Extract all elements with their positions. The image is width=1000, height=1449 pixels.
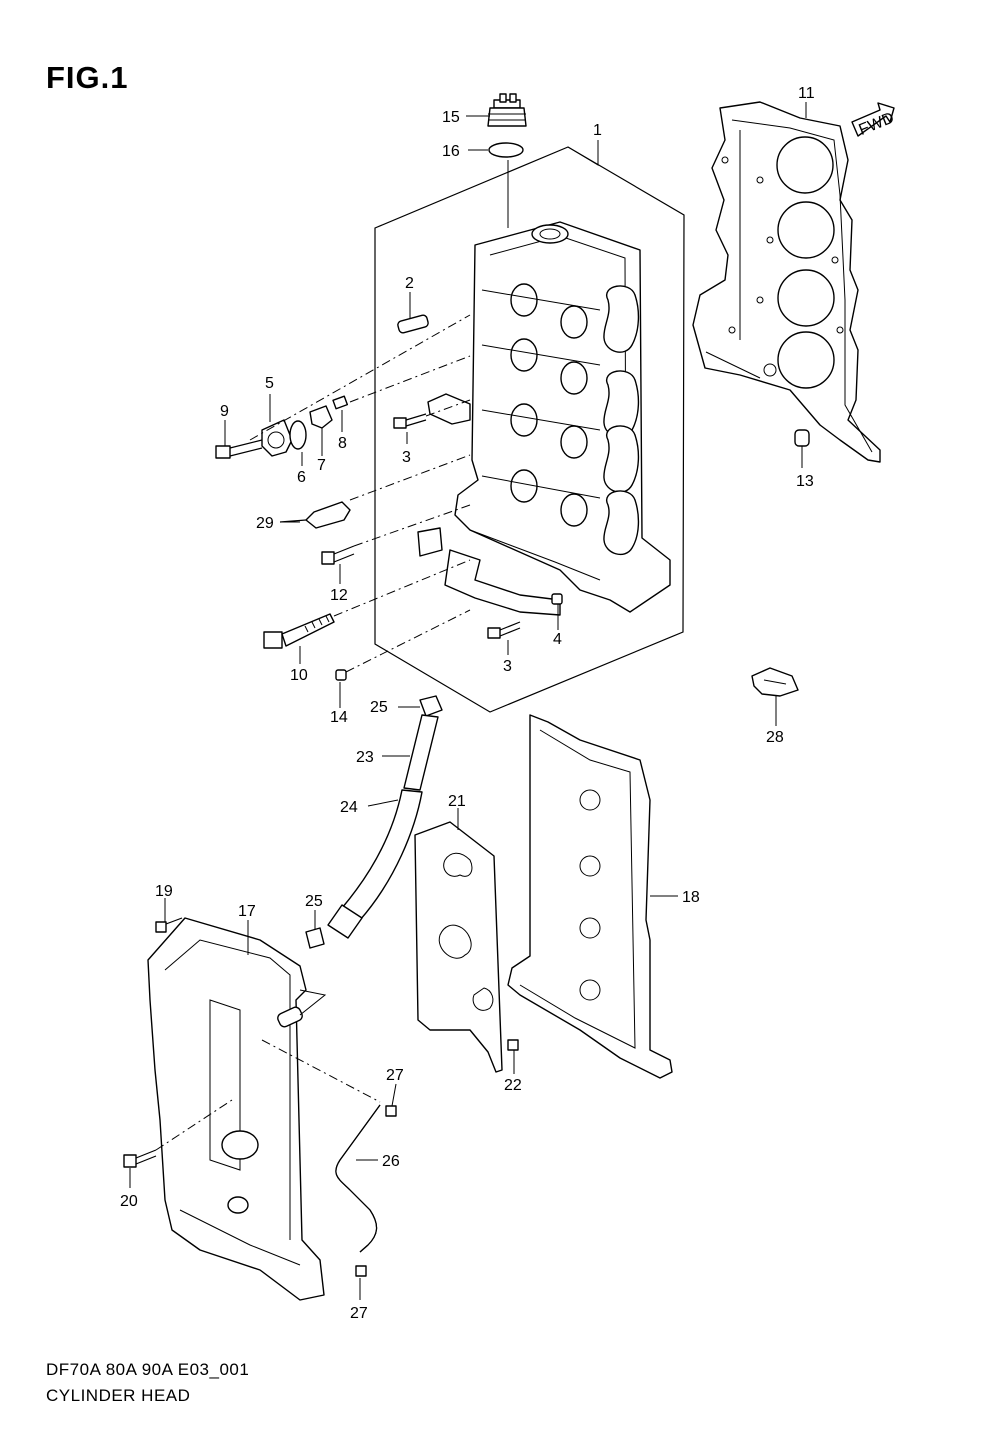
bolt-19[interactable] xyxy=(155,917,183,933)
callout-20: 20 xyxy=(120,1193,138,1210)
cover-gasket-18[interactable] xyxy=(507,714,673,1079)
leader-lines xyxy=(129,102,807,1300)
head-gasket[interactable] xyxy=(692,101,881,463)
plug-14[interactable] xyxy=(335,669,347,681)
callout-28: 28 xyxy=(766,729,784,746)
callout-26: 26 xyxy=(382,1153,400,1170)
callout-2: 2 xyxy=(405,275,414,292)
gasket-21[interactable] xyxy=(414,821,503,1073)
bolt-12[interactable] xyxy=(321,545,355,565)
callout-17: 17 xyxy=(238,903,256,920)
callout-25-upper: 25 xyxy=(370,699,388,716)
callout-13: 13 xyxy=(796,473,814,490)
clip-25-upper[interactable] xyxy=(419,695,443,717)
grommet-28[interactable] xyxy=(751,667,799,697)
callout-19: 19 xyxy=(155,883,173,900)
cover-guide-lines xyxy=(155,989,381,1151)
screw-22[interactable] xyxy=(507,1039,519,1051)
callout-22: 22 xyxy=(504,1077,522,1094)
bolt-27-upper[interactable] xyxy=(385,1105,397,1117)
callout-27-lower: 27 xyxy=(350,1305,368,1322)
sensor-29[interactable] xyxy=(279,501,351,529)
callout-25-lower: 25 xyxy=(305,893,323,910)
callout-labels: 1 2 3 3 4 5 6 7 8 9 10 11 12 13 14 15 16… xyxy=(120,85,815,1322)
exhaust-ports xyxy=(603,285,640,556)
bolt-27-lower[interactable] xyxy=(355,1265,367,1277)
cylinder-head-assembly[interactable] xyxy=(374,146,685,713)
thermostat-7[interactable] xyxy=(309,405,333,429)
assembly-guide-lines xyxy=(249,314,471,673)
clip-25-lower[interactable] xyxy=(305,927,325,949)
callout-21: 21 xyxy=(448,793,466,810)
thermostat-cover-5[interactable] xyxy=(261,419,293,457)
cylinder-head-cover-17[interactable] xyxy=(147,917,325,1301)
callout-3-upper: 3 xyxy=(402,449,411,466)
figure-title: FIG.1 xyxy=(46,60,129,95)
callout-24: 24 xyxy=(340,799,358,816)
bolt-3-upper[interactable] xyxy=(393,393,471,429)
dowel-13[interactable] xyxy=(794,429,810,447)
callout-16: 16 xyxy=(442,143,460,160)
section-name-caption: CYLINDER HEAD xyxy=(46,1386,191,1405)
callout-9: 9 xyxy=(220,403,229,420)
breather-pipe-26[interactable] xyxy=(335,1104,381,1253)
callout-11: 11 xyxy=(798,85,815,102)
callout-23: 23 xyxy=(356,749,374,766)
plug-15[interactable] xyxy=(487,93,527,127)
dowel-pin-2[interactable] xyxy=(397,314,429,334)
bolt-20[interactable] xyxy=(123,1149,157,1168)
bolt-8[interactable] xyxy=(332,395,349,410)
callout-10: 10 xyxy=(290,667,308,684)
bolt-3-lower[interactable] xyxy=(487,621,521,639)
callout-5: 5 xyxy=(265,375,274,392)
callout-1: 1 xyxy=(593,122,602,139)
pipe-23[interactable] xyxy=(403,714,439,791)
hose-24[interactable] xyxy=(327,789,423,939)
callout-6: 6 xyxy=(297,469,306,486)
model-code-caption: DF70A 80A 90A E03_001 xyxy=(46,1360,250,1379)
o-ring-16[interactable] xyxy=(488,142,524,158)
callout-7: 7 xyxy=(317,457,326,474)
bolt-9[interactable] xyxy=(215,439,263,459)
callout-3-lower: 3 xyxy=(503,658,512,675)
gasket-6[interactable] xyxy=(289,420,307,450)
dowel-4[interactable] xyxy=(551,593,563,605)
cam-journals xyxy=(481,283,601,527)
callout-14: 14 xyxy=(330,709,348,726)
callout-18: 18 xyxy=(682,889,700,906)
fwd-direction-arrow: FWD xyxy=(851,102,897,139)
callout-8: 8 xyxy=(338,435,347,452)
callout-12: 12 xyxy=(330,587,348,604)
callout-4: 4 xyxy=(553,631,562,648)
bolt-10[interactable] xyxy=(263,613,335,649)
callout-29: 29 xyxy=(256,515,274,532)
callout-15: 15 xyxy=(442,109,460,126)
callout-27-upper: 27 xyxy=(386,1067,404,1084)
